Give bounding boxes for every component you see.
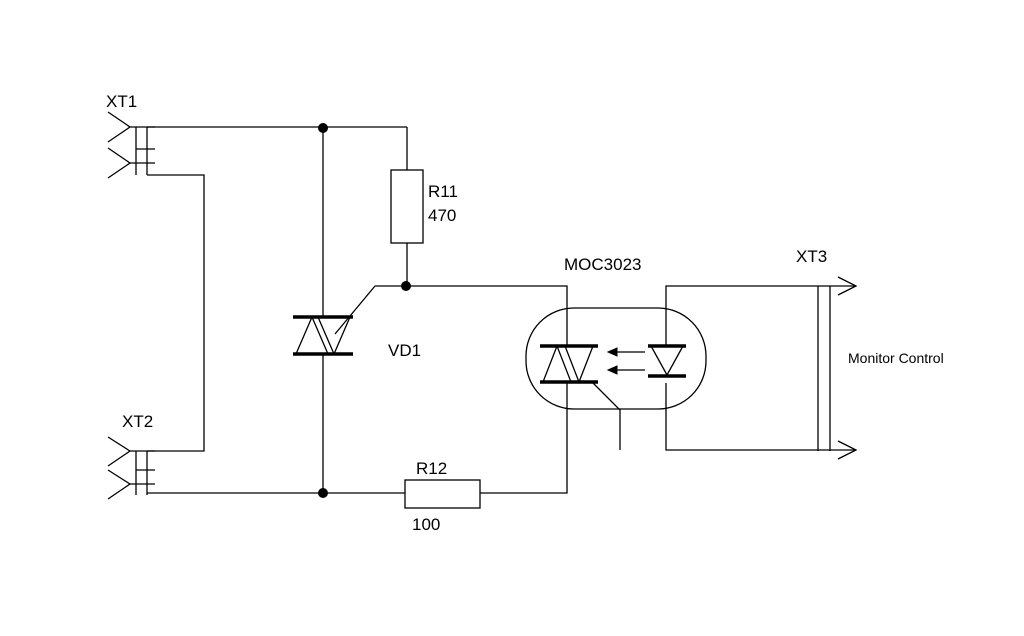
resistor-r12: [404, 479, 481, 509]
r11-value-label: 470: [428, 206, 456, 225]
r11-name-label: R11: [428, 182, 458, 201]
xt2-label: XT2: [122, 412, 153, 431]
vd1-label: VD1: [388, 341, 421, 360]
optocoupler-moc3023: [525, 307, 707, 410]
xt2-connector: [107, 436, 155, 500]
xt1-connector: [107, 111, 155, 179]
monitor-control-label: Monitor Control: [848, 350, 944, 366]
r12-value-label: 100: [412, 515, 440, 534]
junction-dot: [318, 123, 328, 133]
xt1-label: XT1: [106, 92, 137, 111]
resistor-r11: [390, 169, 424, 244]
optocoupler-label: MOC3023: [564, 255, 641, 274]
xt3-label: XT3: [796, 247, 827, 266]
xt3-connector: [817, 276, 858, 460]
triac-vd1-symbol: [293, 315, 353, 356]
junction-dot: [401, 281, 411, 291]
r12-name-label: R12: [416, 459, 447, 478]
junction-dot: [318, 488, 328, 498]
wiring: [147, 126, 830, 494]
